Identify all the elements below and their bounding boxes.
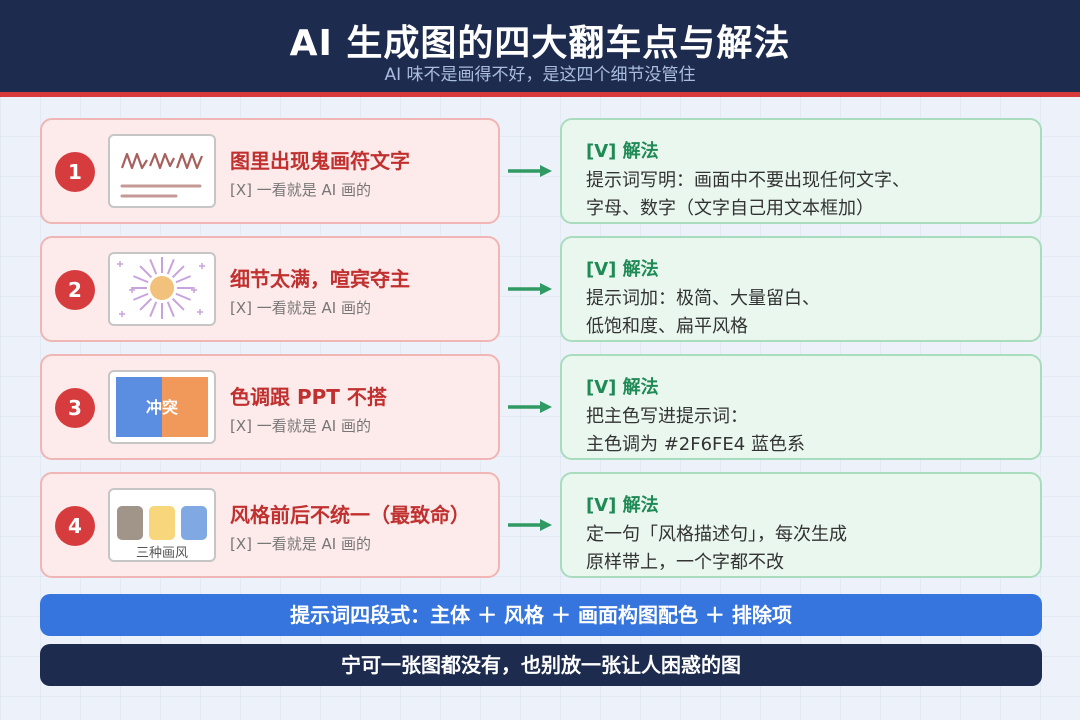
problem-card: 2 细节太满，喧宾夺主 [X] 一看就是 AI 画的 (40, 236, 500, 342)
problem-row-3: 3 冲突 色调跟 PPT 不搭 [X] 一看就是 AI 画的 [V] 解法 把主… (40, 354, 1042, 460)
motto-banner: 宁可一张图都没有，也别放一张让人困惑的图 (40, 644, 1042, 686)
solution-heading: [V] 解法 (586, 495, 659, 516)
busy-burst-icon (108, 252, 216, 326)
arrow-right-icon (508, 283, 552, 295)
header: AI 生成图的四大翻车点与解法 AI 味不是画得不好，是这四个细节没管住 (0, 0, 1080, 92)
solution-card: [V] 解法 提示词写明：画面中不要出现任何文字、 字母、数字（文字自己用文本框… (560, 118, 1042, 224)
problem-title: 图里出现鬼画符文字 (230, 149, 410, 173)
solution-text: 主色调为 #2F6FE4 蓝色系 (586, 434, 805, 455)
solution-card: [V] 解法 把主色写进提示词： 主色调为 #2F6FE4 蓝色系 (560, 354, 1042, 460)
arrow-right-icon (508, 165, 552, 177)
solution-heading: [V] 解法 (586, 141, 659, 162)
solution-text: 原样带上，一个字都不改 (586, 552, 784, 573)
problem-card: 3 冲突 色调跟 PPT 不搭 [X] 一看就是 AI 画的 (40, 354, 500, 460)
problem-card: 1 图里出现鬼画符文字 [X] 一看就是 AI 画的 (40, 118, 500, 224)
scribble-text-icon (108, 134, 216, 208)
step-number: 1 (55, 152, 95, 192)
problem-subtitle: [X] 一看就是 AI 画的 (230, 299, 371, 317)
three-styles-label: 三种画风 (135, 546, 188, 561)
color-clash-icon: 冲突 (108, 370, 216, 444)
problem-row-2: 2 细节太满，喧宾夺主 [X] 一看就是 AI 画的 [V] 解法 提示词加：极… (40, 236, 1042, 342)
solution-heading: [V] 解法 (586, 377, 659, 398)
problem-row-4: 4 三种画风 风格前后不统一（最致命） [X] 一看就是 AI 画的 [V] 解… (40, 472, 1042, 578)
solution-text: 提示词写明：画面中不要出现任何文字、 (586, 170, 910, 191)
page-title: AI 生成图的四大翻车点与解法 (289, 23, 791, 64)
solution-card: [V] 解法 定一句「风格描述句」，每次生成 原样带上，一个字都不改 (560, 472, 1042, 578)
problem-subtitle: [X] 一看就是 AI 画的 (230, 535, 371, 553)
three-styles-icon: 三种画风 (108, 488, 216, 562)
problem-row-1: 1 图里出现鬼画符文字 [X] 一看就是 AI 画的 [V] 解法 提示词写明：… (40, 118, 1042, 224)
solution-text: 提示词加：极简、大量留白、 (586, 288, 820, 309)
clash-label: 冲突 (145, 398, 178, 417)
arrow-right-icon (508, 401, 552, 413)
step-number: 3 (55, 388, 95, 428)
solution-text: 把主色写进提示词： (586, 406, 748, 427)
step-number: 4 (55, 506, 95, 546)
arrow-right-icon (508, 519, 552, 531)
problem-card: 4 三种画风 风格前后不统一（最致命） [X] 一看就是 AI 画的 (40, 472, 500, 578)
problem-title: 细节太满，喧宾夺主 (230, 267, 410, 291)
problem-subtitle: [X] 一看就是 AI 画的 (230, 181, 371, 199)
solution-text: 字母、数字（文字自己用文本框加） (586, 198, 874, 219)
step-number: 2 (55, 270, 95, 310)
solution-text: 定一句「风格描述句」，每次生成 (586, 524, 847, 545)
header-accent-bar (0, 92, 1080, 97)
problem-title: 色调跟 PPT 不搭 (230, 385, 387, 409)
page-subtitle: AI 味不是画得不好，是这四个细节没管住 (384, 65, 696, 85)
problem-subtitle: [X] 一看就是 AI 画的 (230, 417, 371, 435)
solution-heading: [V] 解法 (586, 259, 659, 280)
formula-banner: 提示词四段式：主体 ＋ 风格 ＋ 画面构图配色 ＋ 排除项 (40, 594, 1042, 636)
solution-card: [V] 解法 提示词加：极简、大量留白、 低饱和度、扁平风格 (560, 236, 1042, 342)
problem-title: 风格前后不统一（最致命） (230, 503, 470, 527)
solution-text: 低饱和度、扁平风格 (586, 316, 748, 337)
